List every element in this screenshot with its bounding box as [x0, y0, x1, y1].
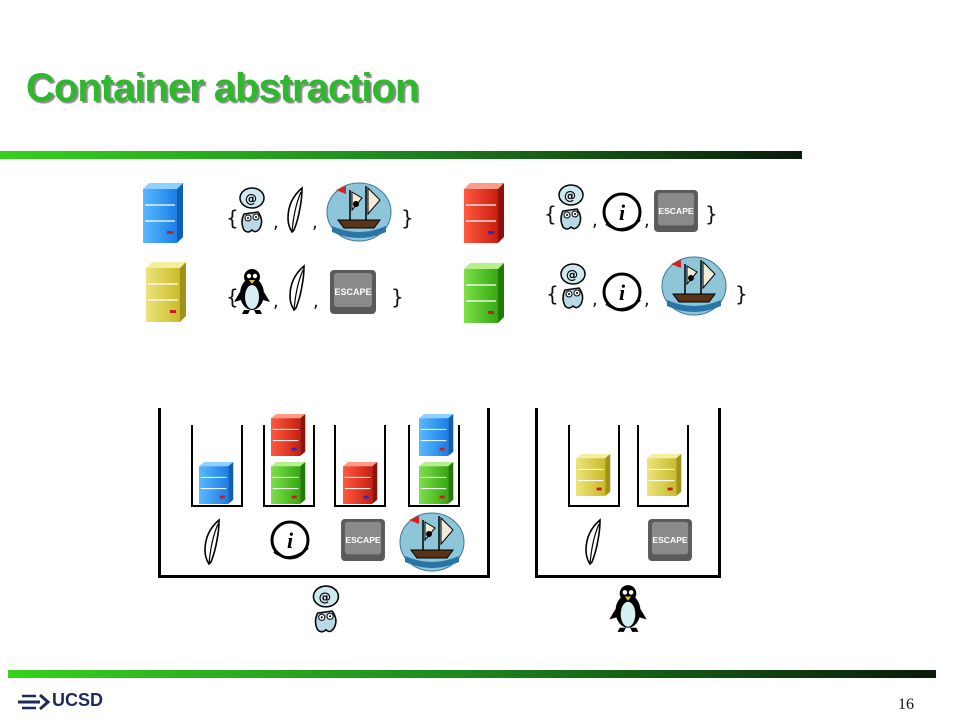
- user-icon: @: [553, 183, 593, 238]
- user-icon: @: [307, 584, 349, 641]
- open-brace: {: [226, 285, 239, 309]
- ucsd-logo: UCSD: [18, 690, 128, 714]
- server-green-small: [419, 462, 455, 509]
- penguin-icon: [609, 582, 647, 639]
- server-yellow: [146, 262, 188, 327]
- comma: ,: [592, 210, 598, 231]
- container-slot: [263, 425, 315, 507]
- ship-icon: [398, 510, 466, 577]
- escape-key-icon: ESCAPE: [654, 190, 698, 237]
- open-brace: {: [226, 206, 239, 230]
- server-green: [464, 263, 506, 328]
- comma: ,: [273, 212, 279, 233]
- feather-icon: [284, 186, 308, 241]
- close-brace: }: [401, 206, 414, 230]
- close-brace: }: [705, 202, 718, 226]
- feather-icon: [581, 518, 607, 573]
- escape-key-icon: ESCAPE: [648, 519, 692, 566]
- svg-text:i: i: [619, 280, 626, 305]
- svg-text:i: i: [287, 528, 294, 553]
- comma: ,: [273, 291, 279, 312]
- info-icon: i: [600, 190, 644, 239]
- server-blue-small: [199, 462, 235, 509]
- server-red: [464, 183, 506, 248]
- comma: ,: [592, 289, 598, 310]
- open-brace: {: [546, 282, 559, 306]
- container-slot: [191, 425, 243, 507]
- open-brace: {: [544, 202, 557, 226]
- svg-text:@: @: [566, 268, 578, 282]
- server-red-small: [343, 462, 379, 509]
- container-slot: [334, 425, 386, 507]
- escape-key-label: ESCAPE: [334, 287, 371, 297]
- logo-text: UCSD: [52, 690, 104, 710]
- svg-text:i: i: [619, 200, 626, 225]
- server-blue: [143, 183, 185, 248]
- close-brace: }: [391, 285, 404, 309]
- server-yellow-small: [647, 454, 683, 501]
- title-divider: [0, 151, 802, 159]
- svg-text:@: @: [319, 590, 331, 605]
- ship-icon: [660, 254, 728, 321]
- comma: ,: [312, 212, 318, 233]
- container-slot: [637, 425, 689, 507]
- svg-text:@: @: [245, 192, 257, 206]
- comma: ,: [644, 210, 650, 231]
- penguin-icon: [234, 266, 270, 321]
- page-number: 16: [898, 696, 914, 713]
- feather-icon: [200, 518, 226, 573]
- slide-title: Container abstraction: [26, 66, 419, 110]
- escape-key-label: ESCAPE: [652, 535, 688, 545]
- server-blue-small: [419, 414, 455, 461]
- container-slot: [408, 425, 460, 507]
- ship-icon: [326, 180, 392, 247]
- comma: ,: [313, 291, 319, 312]
- close-brace: }: [735, 282, 748, 306]
- escape-key-icon: ESCAPE: [330, 270, 376, 319]
- info-icon: i: [600, 270, 644, 319]
- info-icon: i: [268, 518, 312, 567]
- container-slot: [568, 425, 620, 507]
- server-red-small: [271, 414, 307, 461]
- escape-key-icon: ESCAPE: [341, 519, 385, 566]
- footer-divider: [8, 670, 936, 678]
- user-icon: @: [234, 186, 274, 241]
- server-green-small: [271, 462, 307, 509]
- escape-key-label: ESCAPE: [658, 206, 694, 216]
- svg-text:@: @: [564, 189, 576, 203]
- user-icon: @: [555, 262, 595, 317]
- container-penguin: [535, 408, 721, 578]
- server-yellow-small: [576, 454, 612, 501]
- trident-icon: [18, 693, 51, 711]
- container-user: [158, 408, 490, 578]
- comma: ,: [644, 289, 650, 310]
- feather-icon: [286, 264, 310, 319]
- escape-key-label: ESCAPE: [345, 535, 381, 545]
